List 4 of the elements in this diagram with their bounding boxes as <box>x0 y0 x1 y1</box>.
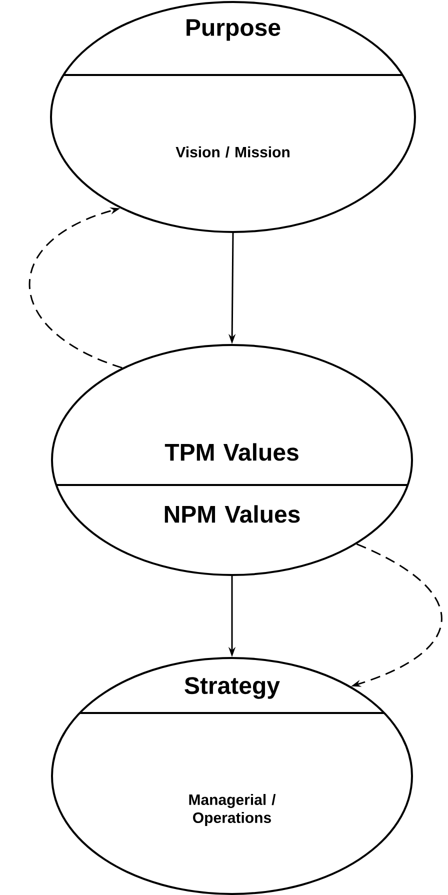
ellipse-node: Purpose Vision / Mission <box>50 1 416 233</box>
dashed-arrow <box>28 207 122 369</box>
ellipse-node: TPM Values NPM Values <box>51 344 413 576</box>
ellipse-node: Strategy Managerial / Operations <box>51 657 413 895</box>
